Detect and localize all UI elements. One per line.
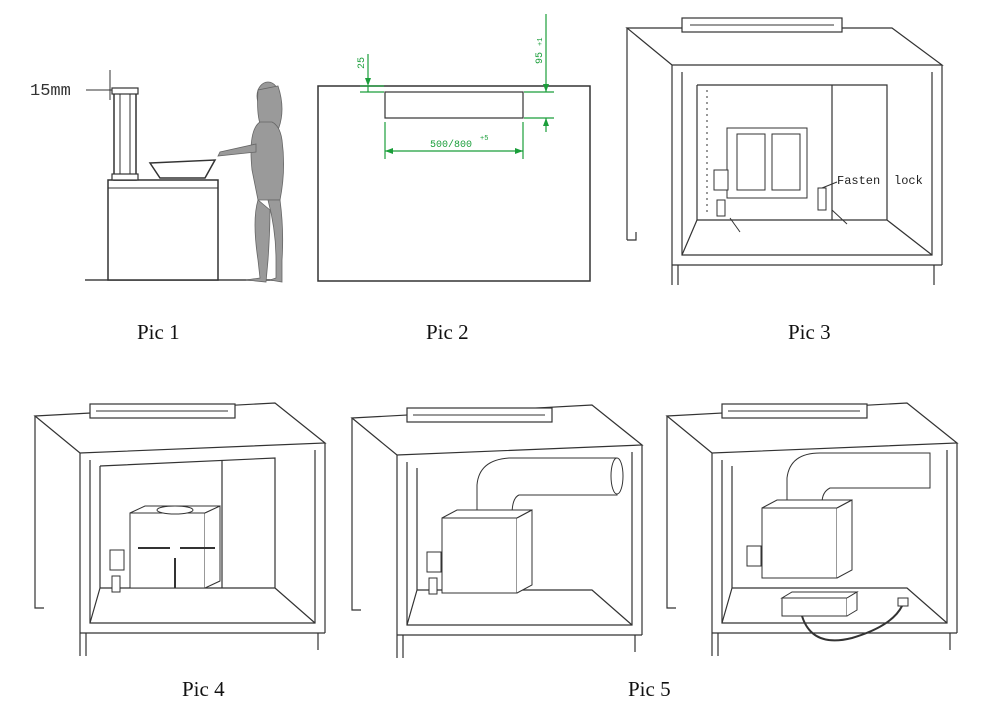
pic1-clearance-label: 15mm — [30, 82, 71, 101]
pic3-cabinet-diagram: Fasten lock — [625, 17, 944, 285]
pic2-dim-height-sup: +1 — [537, 38, 545, 46]
pic5b-control-box — [780, 591, 859, 617]
pic5-cabinet-duct-diagram — [350, 404, 644, 658]
pic5b-power-cable — [801, 605, 903, 642]
pic2-arrowheads — [365, 78, 549, 154]
pic2-dimension-lines — [360, 14, 554, 159]
pic4-motor-unit — [109, 505, 221, 593]
pic2-dim-width-sup: +5 — [480, 135, 488, 143]
pic2-cutout — [384, 91, 524, 119]
pic2-caption: Pic 2 — [426, 320, 469, 344]
pic1-caption: Pic 1 — [137, 320, 180, 344]
pic3-fasten-label: Fasten — [837, 174, 880, 188]
pic5b-duct-elbow — [786, 452, 931, 504]
pic3-lock-label: lock — [894, 174, 923, 188]
pic4-cabinet-diagram — [33, 402, 327, 656]
pic2-dim-width: 500/800 — [430, 139, 472, 151]
pic4-direction-arrows — [138, 547, 215, 588]
pic5a-duct-elbow — [476, 457, 624, 516]
pic1-pan — [148, 159, 217, 179]
pic2-dim-top: 25 — [357, 57, 368, 69]
pic5b-plug — [897, 597, 909, 607]
pic5-cabinet-box-diagram — [665, 402, 959, 656]
pic3-caption: Pic 3 — [788, 320, 831, 344]
pic1-illustration: 15mm — [30, 70, 284, 283]
pic5-caption: Pic 5 — [628, 677, 671, 701]
pic3-motor-unit — [713, 127, 827, 217]
pic1-counter — [107, 179, 219, 281]
pic5a-motor-unit — [426, 509, 533, 595]
pic2-dim-height: 95 — [535, 52, 546, 64]
pic2-cutout-diagram: 25 95 +1 500/800 +5 — [317, 14, 591, 282]
pic5b-motor-unit — [746, 499, 853, 579]
pic1-person-figure — [217, 81, 284, 283]
pic1-downdraft-hood — [113, 89, 137, 181]
pic4-caption: Pic 4 — [182, 677, 225, 701]
